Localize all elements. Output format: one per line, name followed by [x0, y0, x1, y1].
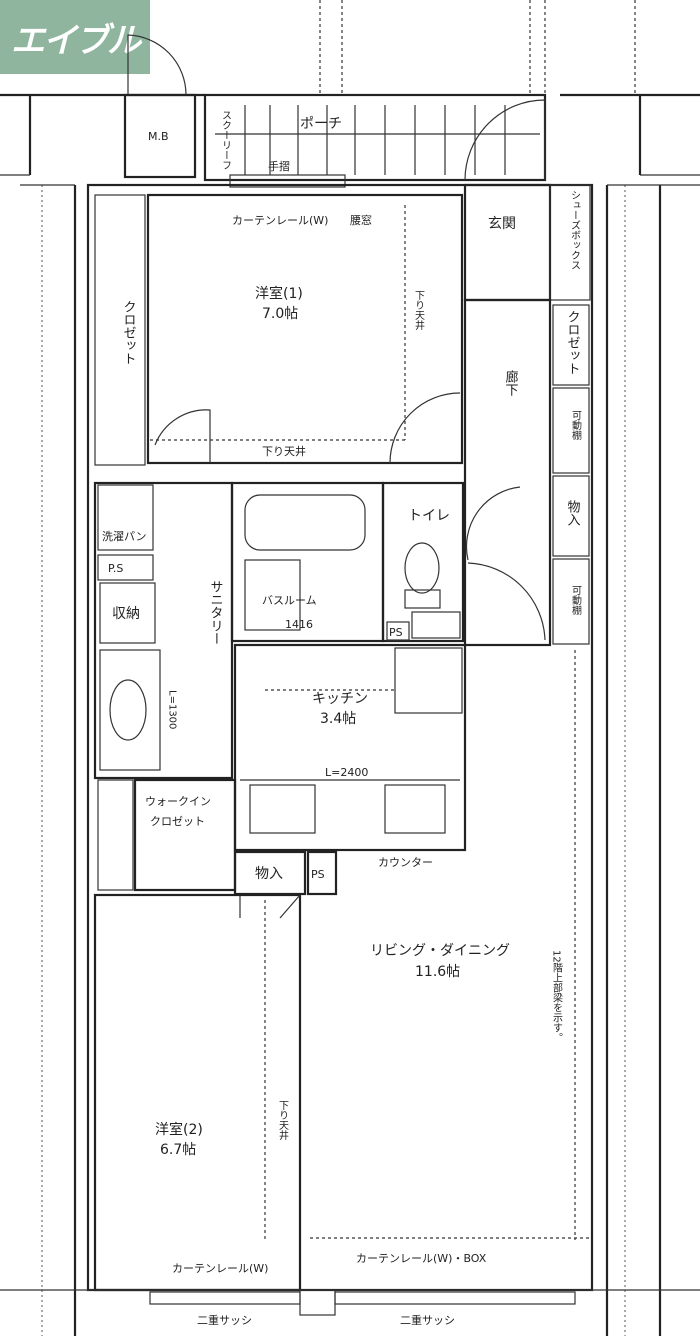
label-bath: バスルーム	[262, 594, 317, 607]
room-1	[146, 193, 464, 465]
shelf-2	[552, 558, 590, 645]
label-shoebox: シューズボックス	[569, 190, 581, 270]
label-entrance: 玄関	[488, 215, 516, 232]
ps-2	[306, 850, 338, 896]
toilet-door	[465, 486, 521, 561]
closet-2	[552, 304, 590, 386]
label-sash-2: 二重サッシ	[400, 1313, 455, 1327]
label-wic: ウォークイン	[145, 795, 211, 808]
label-lowered-ceiling-1: 下り天井	[413, 290, 425, 331]
logo-text: エイブル	[11, 20, 141, 61]
porch	[203, 93, 547, 182]
room2-door	[239, 894, 301, 919]
label-room1-size: 7.0帖	[262, 306, 298, 322]
room1-door	[154, 409, 211, 463]
shelf-1	[552, 387, 590, 474]
label-curtain-top: カーテンレール(W)	[232, 214, 328, 227]
mb-door-swing	[127, 34, 187, 96]
label-washer-pan: 洗濯パン	[102, 530, 147, 543]
label-handrail: 手摺	[268, 159, 290, 173]
meter-box	[123, 93, 197, 179]
label-beam-note: 12階上部梁を示す。	[551, 950, 563, 1043]
label-counter: カウンター	[378, 856, 433, 869]
label-sanitary: サニタリー	[208, 580, 223, 645]
label-lowered-ceiling-3: 下り天井	[277, 1100, 289, 1141]
label-shuno: 収納	[112, 606, 140, 622]
label-bath-size: 1416	[285, 618, 313, 631]
room-2	[93, 893, 302, 1292]
top-window	[229, 174, 346, 188]
entry-door-swing	[464, 99, 546, 181]
label-shelf-1: 可動棚	[570, 410, 582, 441]
label-shelf-2: 可動棚	[570, 585, 582, 616]
label-toilet: トイレ	[408, 508, 450, 524]
toilet-room	[381, 481, 465, 643]
hallway	[463, 298, 552, 647]
label-kitchen-name: キッチン	[312, 691, 368, 707]
porch-tiles	[215, 105, 540, 175]
label-room2-size: 6.7帖	[160, 1142, 196, 1158]
ld-door	[467, 562, 546, 641]
label-sash-1: 二重サッシ	[197, 1313, 252, 1327]
label-room2-name: 洋室(2)	[155, 1121, 203, 1138]
label-ps-dot: P.S	[108, 562, 123, 575]
label-room1-name: 洋室(1)	[255, 285, 303, 302]
kitchen	[233, 643, 467, 852]
label-closet-2: クロゼット	[565, 310, 581, 375]
label-skyroof: スクーリーフ	[220, 110, 231, 170]
label-storage-1: 物入	[565, 500, 581, 526]
shoebox	[549, 184, 591, 301]
shuno	[99, 582, 156, 644]
label-closet-1: クロゼット	[121, 300, 137, 365]
closet-1	[94, 194, 146, 466]
walk-in-closet	[133, 778, 237, 892]
label-window-top: 腰窓	[350, 213, 372, 227]
label-kitchen-len: L=2400	[325, 766, 368, 779]
vanity	[99, 649, 161, 771]
label-storage-2: 物入	[255, 866, 283, 882]
label-hallway: 廊下	[503, 369, 519, 396]
label-wic2: クロゼット	[150, 815, 205, 828]
label-porch: ポーチ	[300, 116, 342, 132]
label-ps-2: PS	[311, 868, 325, 881]
label-vanity-len: L=1300	[167, 690, 178, 729]
entrance	[463, 183, 552, 302]
room1-door2	[389, 392, 461, 464]
label-ld-name: リビング・ダイニング	[370, 943, 510, 959]
label-curtain-left: カーテンレール(W)	[172, 1262, 268, 1275]
label-lowered-ceiling-2: 下り天井	[262, 444, 306, 458]
label-ps-1: PS	[389, 626, 403, 639]
label-mb: M.B	[148, 130, 169, 143]
label-curtain-box: カーテンレール(W)・BOX	[356, 1252, 487, 1265]
storage-1	[552, 475, 590, 557]
label-kitchen-size: 3.4帖	[320, 711, 356, 727]
brand-logo: エイブル	[0, 0, 150, 74]
label-ld-size: 11.6帖	[415, 964, 460, 980]
double-sash	[0, 1289, 700, 1316]
